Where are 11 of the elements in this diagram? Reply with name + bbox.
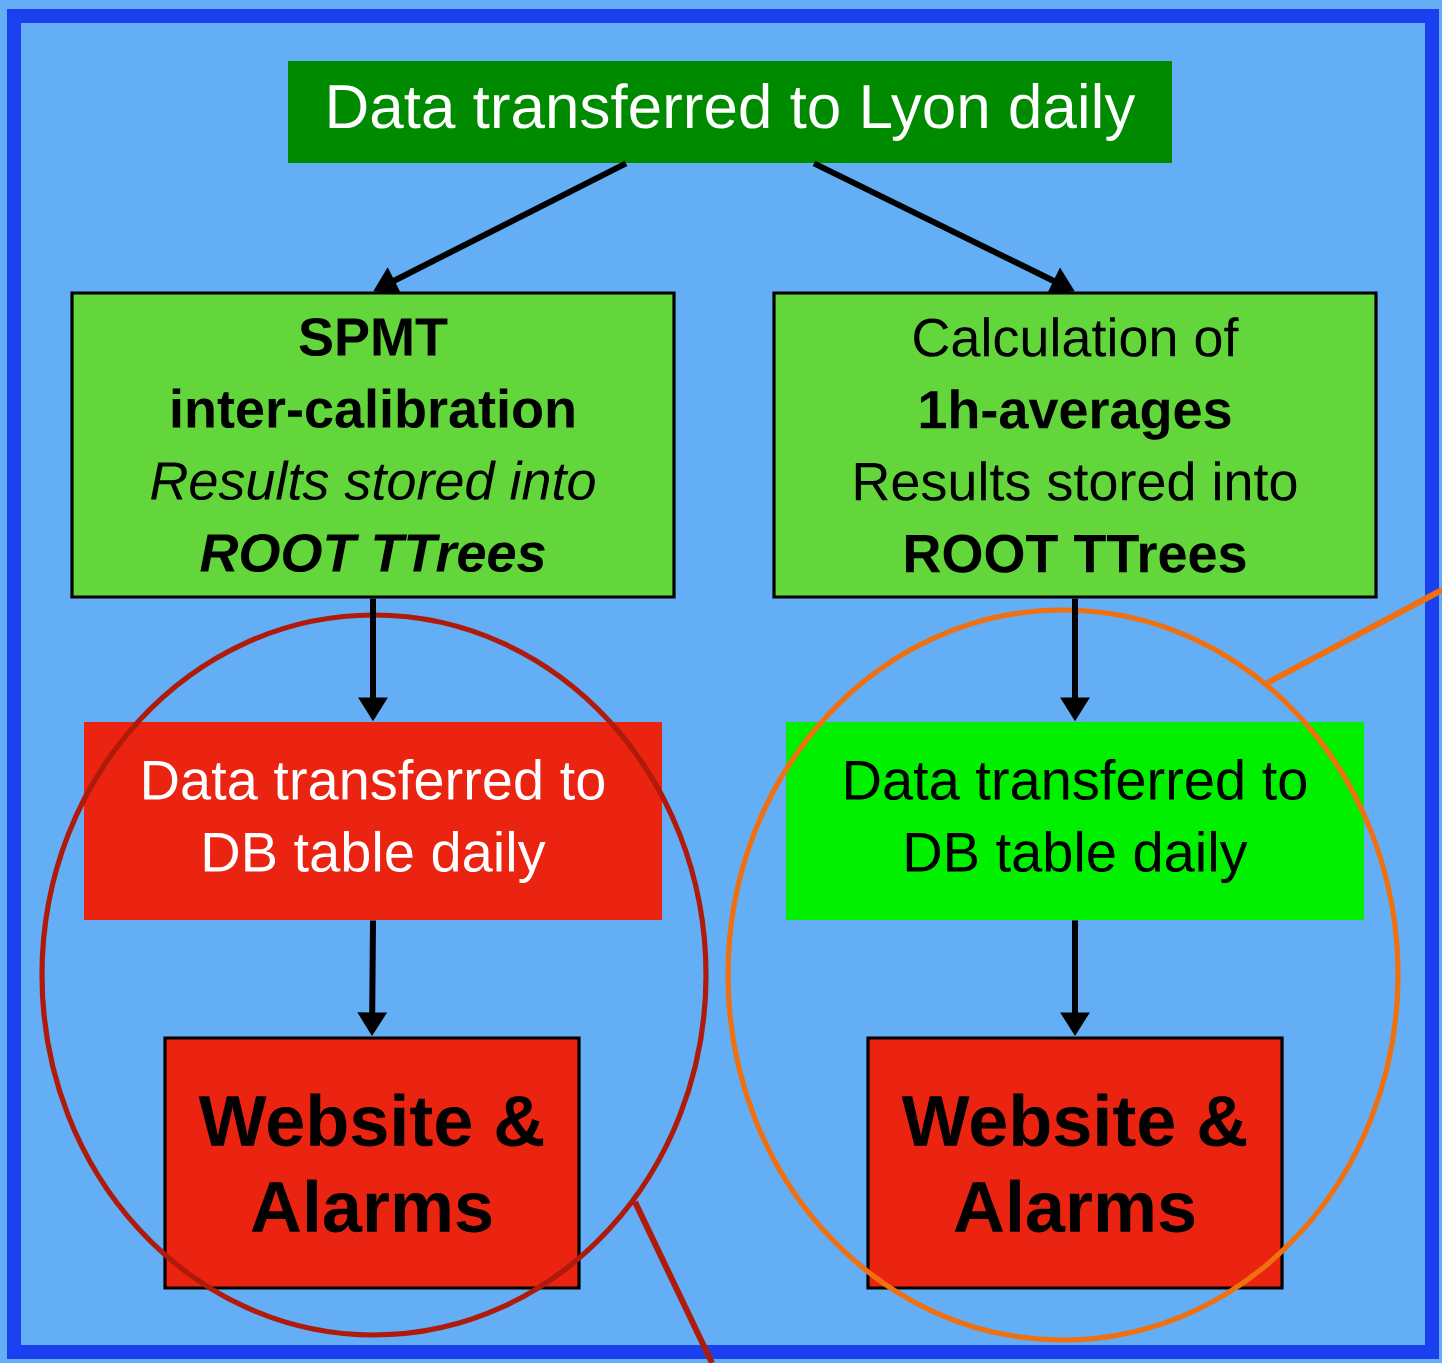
process-box: Website & Alarms — [163, 1036, 581, 1290]
process-box: Data transferred to DB table daily — [84, 722, 662, 920]
process-box: SPMT inter-calibration Results stored into ROOT TTrees — [70, 291, 676, 599]
leader-line — [632, 1200, 715, 1363]
leader-line — [1266, 587, 1442, 686]
process-box: Website & Alarms — [866, 1036, 1284, 1290]
highlight-circle — [39, 612, 709, 1338]
process-box: Calculation of 1h-averages Results stored into ROOT TTrees — [772, 291, 1378, 599]
process-box: Data transferred to Lyon daily — [288, 61, 1172, 163]
highlight-circle — [725, 607, 1401, 1343]
process-box: Data transferred to DB table daily — [786, 722, 1364, 920]
